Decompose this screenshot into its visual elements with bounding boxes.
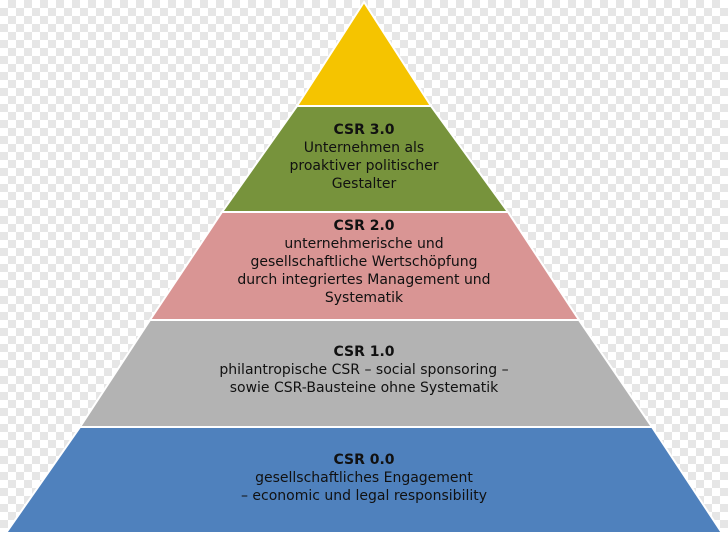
tier-description-line: – economic und legal responsibility [240, 488, 488, 504]
tier-title: CSR 2.0 [333, 218, 395, 234]
tier-csr-1-text: CSR 1.0 philantropische CSR – social spo… [0, 343, 728, 397]
tier-csr-3-text: CSR 3.0 Unternehmen als proaktiver polit… [0, 121, 728, 193]
tier-description-line: gesellschaftliches Engagement [255, 470, 473, 486]
tier-title: CSR 1.0 [333, 344, 395, 360]
tier-description-line: Gestalter [331, 176, 397, 192]
tier-description-line: Systematik [324, 290, 404, 306]
tier-description-line: unternehmerische und [284, 236, 444, 252]
tier-title: CSR 3.0 [333, 122, 395, 138]
tier-csr-0-text: CSR 0.0 gesellschaftliches Engagement – … [0, 451, 728, 505]
tier-description-line: Unternehmen als [303, 140, 425, 156]
tier-description-line: gesellschaftliche Wertschöpfung [250, 254, 478, 270]
tier-description-line: philantropische CSR – social sponsoring … [219, 362, 509, 378]
tier-description-line: sowie CSR-Bausteine ohne Systematik [229, 380, 499, 396]
tier-title: CSR 0.0 [333, 452, 395, 468]
pyramid-tier-apex [295, 0, 433, 107]
pyramid-tier-csr-0 [4, 426, 724, 533]
tier-description-line: durch integriertes Management und [237, 272, 491, 288]
tier-description-line: proaktiver politischer [289, 158, 439, 174]
tier-csr-2-text: CSR 2.0 unternehmerische und gesellschaf… [0, 217, 728, 307]
